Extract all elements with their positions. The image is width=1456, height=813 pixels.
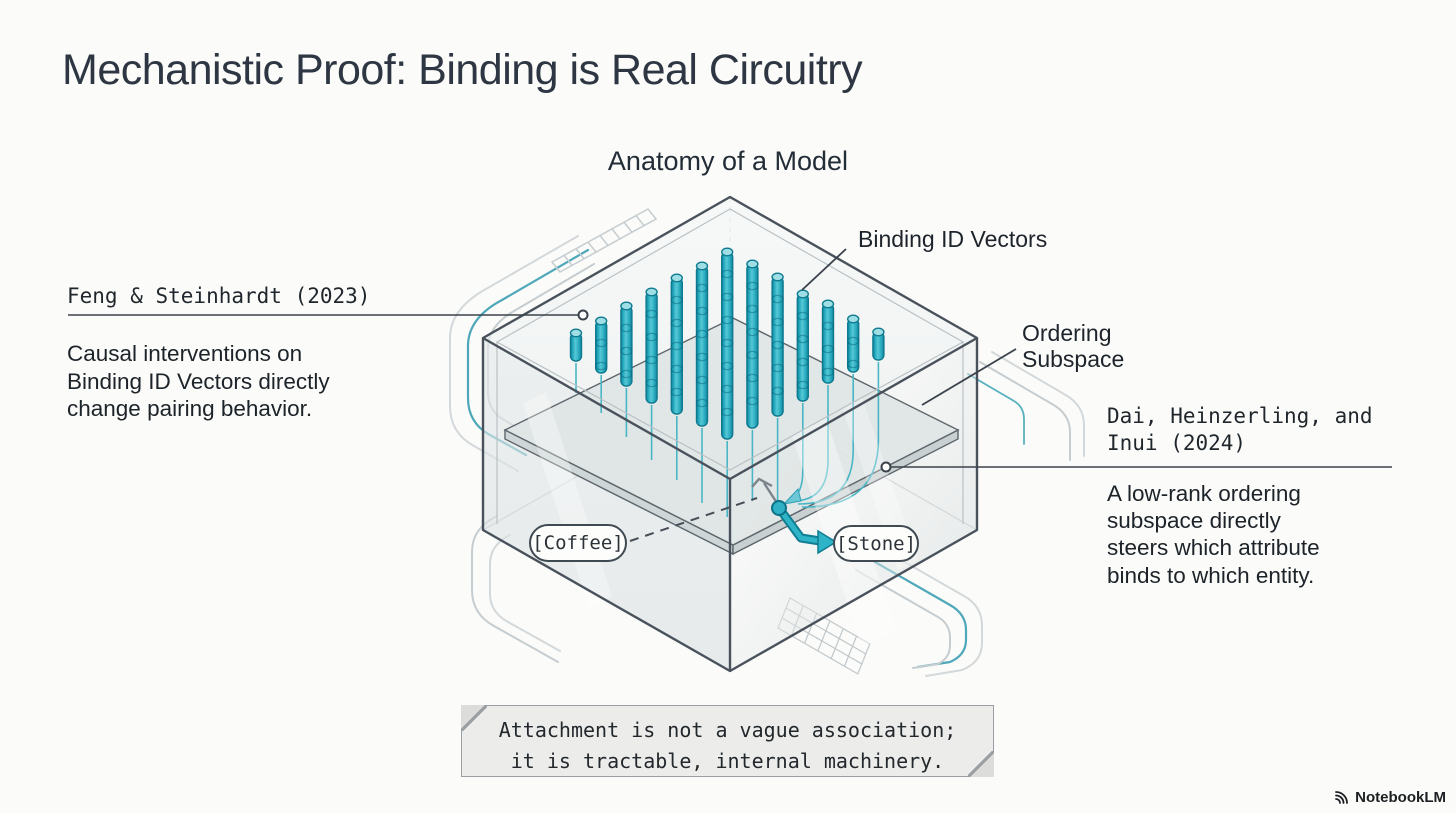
box-corner-decoration (461, 705, 487, 731)
diagram-title: Anatomy of a Model (607, 146, 849, 176)
binding-node-dot (771, 500, 787, 516)
takeaway-line2: it is tractable, internal machinery. (510, 749, 945, 773)
citation-feng: Feng & Steinhardt (2023) Causal interven… (67, 283, 370, 423)
cube-inner-lines (495, 208, 965, 524)
citation-feng-body-line: Binding ID Vectors directly (67, 368, 330, 394)
citation-feng-heading: Feng & Steinhardt (2023) (67, 284, 371, 308)
takeaway-line1: Attachment is not a vague association; (498, 718, 957, 742)
coffee-stone-arrow (629, 477, 838, 555)
takeaway-box: Attachment is not a vague association; i… (461, 705, 994, 777)
citation-dai-heading: Dai, Heinzerling, and Inui (2024) (1107, 403, 1373, 458)
citation-dai-body-line: steers which attribute (1107, 535, 1320, 561)
binding-id-vectors-label: Binding ID Vectors (858, 226, 1048, 252)
notebooklm-branding: NotebookLM (1333, 789, 1446, 806)
citation-dai: Dai, Heinzerling, and Inui (2024) A low-… (1107, 403, 1373, 589)
entity-token-coffee: [Coffee] (529, 524, 627, 562)
box-corner-decoration (968, 751, 994, 777)
citation-dai-body: A low-rank ordering subspace directly st… (1107, 480, 1373, 590)
ordering-label-line1: Ordering (1022, 320, 1112, 346)
ordering-subspace-label: Ordering Subspace (1022, 320, 1124, 373)
citation-dai-body-line: A low-rank ordering (1107, 480, 1301, 506)
leader-lines (68, 248, 1392, 473)
cube-edges (481, 195, 979, 673)
notebooklm-label: NotebookLM (1355, 789, 1446, 806)
ordering-label-line2: Subspace (1022, 346, 1125, 373)
citation-feng-body-line: change pairing behavior. (67, 396, 313, 422)
citation-dai-heading-line: Inui (2024) (1107, 431, 1247, 456)
citation-feng-body-line: Causal interventions on (67, 341, 303, 367)
hatch-braid (551, 208, 657, 273)
citation-dai-body-line: subspace directly (1107, 508, 1281, 534)
page-title: Mechanistic Proof: Binding is Real Circu… (62, 46, 863, 94)
notebooklm-wave-icon (1335, 791, 1349, 804)
citation-feng-body: Causal interventions on Binding ID Vecto… (67, 340, 370, 422)
circuit-traces (449, 208, 1085, 677)
attribute-token-stone: [Stone] (833, 525, 919, 562)
binding-bars (569, 247, 885, 440)
citation-dai-body-line: binds to which entity. (1107, 562, 1315, 588)
citation-dai-heading-line: Dai, Heinzerling, and (1107, 404, 1373, 428)
